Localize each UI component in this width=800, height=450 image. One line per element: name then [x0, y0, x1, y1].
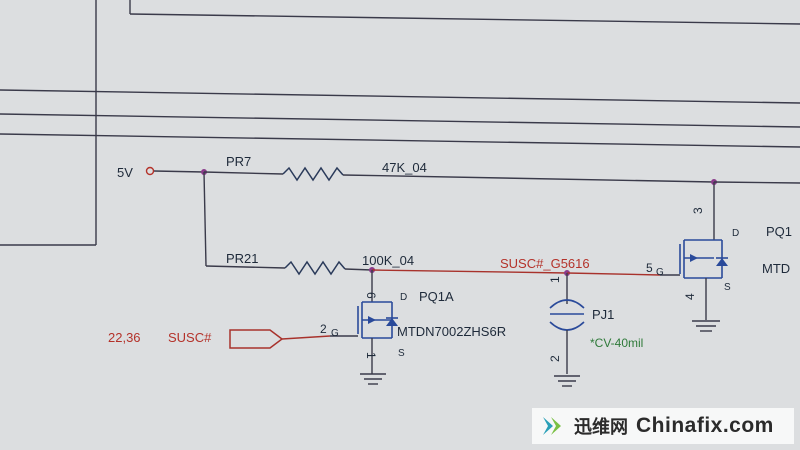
pq1a-pin-gate: 2 [320, 322, 327, 336]
pq1-pin-drain: 3 [691, 207, 705, 214]
mosfet-pq1a [330, 270, 398, 374]
pr7-ref: PR7 [226, 154, 251, 169]
pq1-pin-gate: 5 [646, 261, 653, 275]
wire-pr21-right [344, 268, 373, 271]
wire-5v [153, 170, 205, 173]
net-5v-terminal [145, 166, 155, 176]
wire-vertical-left [203, 171, 207, 267]
resistor-pr21 [284, 260, 346, 276]
port-name: SUSC# [168, 330, 212, 345]
pq1-g-letter: G [656, 267, 664, 278]
port-pages: 22,36 [108, 330, 141, 345]
pq1a-g-letter: G [331, 328, 339, 339]
pr21-value: 100K_04 [362, 253, 414, 268]
pq1-ref: PQ1 [766, 224, 792, 239]
pq1-d-letter: D [732, 228, 739, 239]
sheet-border-lines [0, 0, 800, 246]
wire-port-to-gate [281, 335, 331, 340]
pq1-part: MTD [762, 261, 790, 276]
pq1a-s-letter: S [398, 348, 405, 359]
pq1a-part: MTDN7002ZHS6R [397, 324, 506, 339]
watermark-banner: 迅维网 Chinafix.com [532, 408, 794, 444]
port-connector-icon [229, 329, 284, 349]
pq1a-ref: PQ1A [419, 289, 454, 304]
net-susc-g5616: SUSC#_G5616 [500, 256, 590, 271]
pq1a-d-letter: D [400, 292, 407, 303]
wire-to-pq1-gate [566, 272, 661, 276]
wire-pr7-right [342, 174, 715, 183]
pq1-s-letter: S [724, 282, 731, 293]
mosfet-pq1 [660, 182, 728, 320]
ground-pq1a-icon [360, 373, 386, 385]
pq1a-pin-drain: 6 [364, 292, 378, 299]
pj1-pin-bottom: 2 [548, 355, 562, 362]
pr21-ref: PR21 [226, 251, 259, 266]
pr7-value: 47K_04 [382, 160, 427, 175]
watermark-logo-icon [543, 417, 561, 435]
net-5v-label: 5V [117, 165, 133, 180]
pj1-ref: PJ1 [592, 307, 614, 322]
wire-pr7-left [203, 171, 284, 175]
watermark-chinese: 迅维网 [574, 417, 628, 437]
wire-top-rail-exit [713, 181, 800, 184]
resistor-pr7 [282, 166, 344, 182]
pj1-pin-top: 1 [548, 276, 562, 283]
pj1-value: *CV-40mil [590, 336, 643, 350]
watermark-english: Chinafix.com [636, 414, 774, 437]
pq1a-pin-source: 1 [364, 352, 378, 359]
pq1-pin-source: 4 [683, 293, 697, 300]
jumper-pj1 [549, 273, 585, 374]
wire-susc-net [371, 269, 568, 274]
wire-pr21-left [205, 265, 286, 269]
ground-pq1-icon [692, 320, 720, 332]
ground-pj1-icon [554, 375, 580, 387]
